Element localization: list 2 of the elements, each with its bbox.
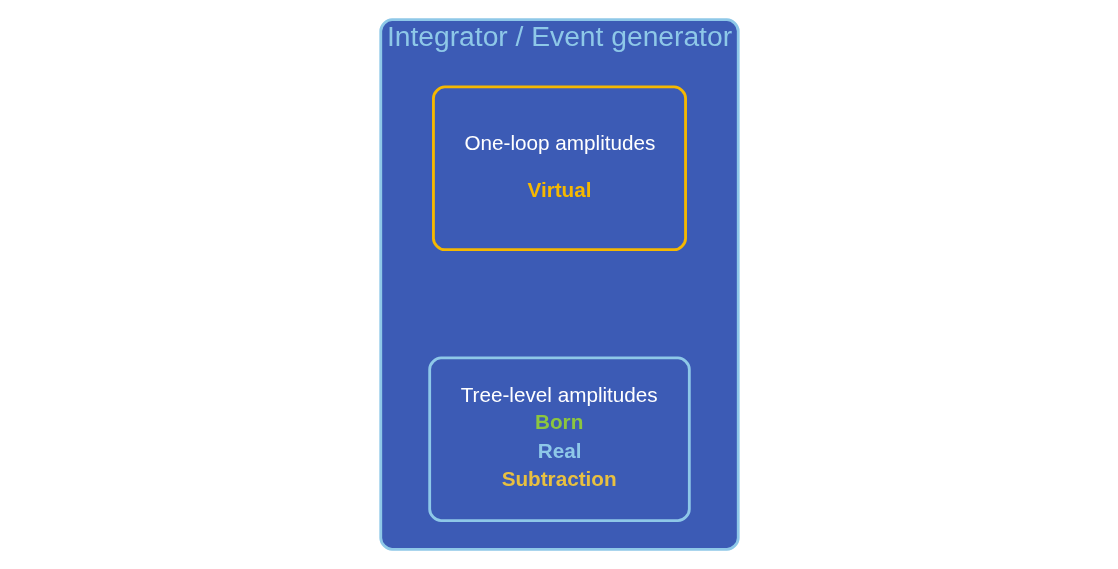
node-box: One-loop amplitudes Virtual (431, 85, 687, 252)
node-box: Tree-level amplitudes Born Real Subtraction (427, 356, 691, 523)
